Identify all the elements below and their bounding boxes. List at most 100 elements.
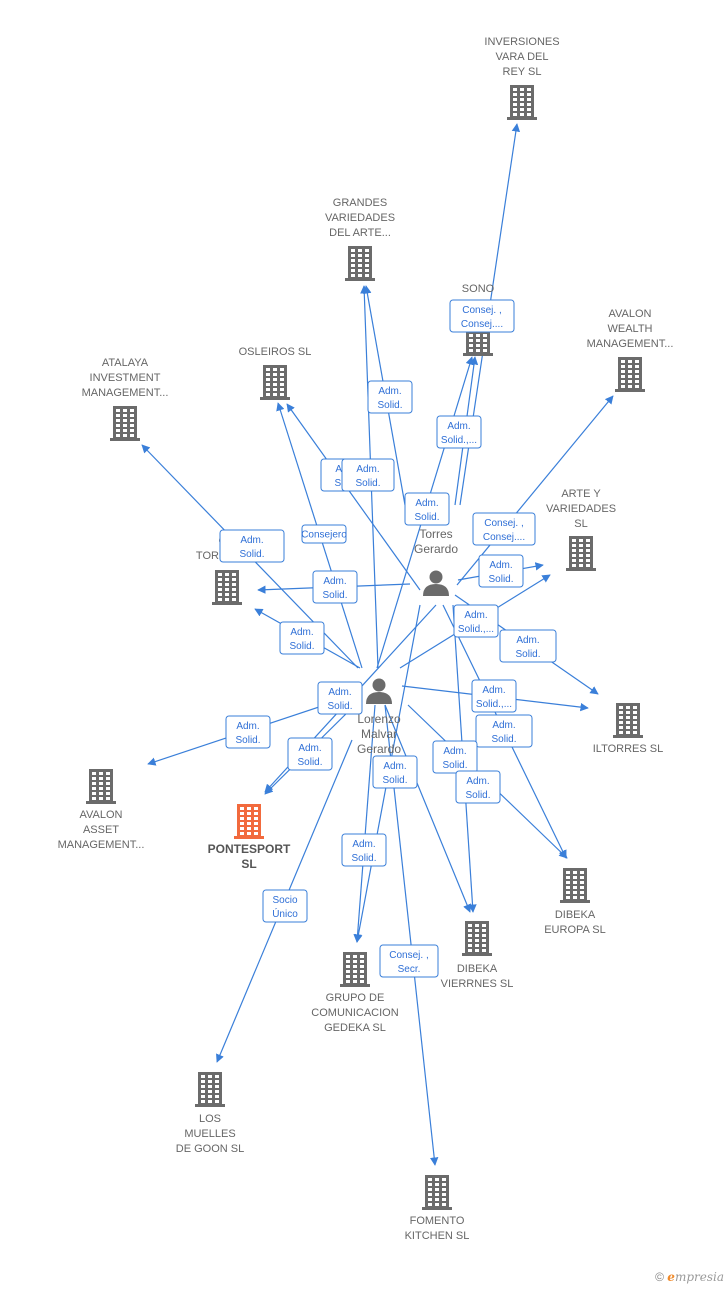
relation-label-text: Adm. [482, 685, 505, 696]
relation-edge [286, 403, 421, 591]
company-node-avalon-asset[interactable]: AVALONASSETMANAGEMENT... [58, 769, 145, 851]
relation-label-e25[interactable]: Consej. ,Secr. [379, 944, 439, 978]
company-label: OSLEIROS SL [239, 346, 312, 358]
relation-label-text: Adm. [236, 721, 259, 732]
relation-label-text: Adm. [352, 839, 375, 850]
relation-edge [456, 395, 614, 586]
building-icon [86, 769, 116, 804]
building-icon [234, 804, 264, 839]
relation-label-e2[interactable]: Adm.Solid. [367, 380, 413, 414]
relation-label-text: Solid. [382, 775, 407, 786]
company-label: VARIEDADES [325, 212, 395, 224]
relation-label-text: Adm. [383, 761, 406, 772]
relation-label-e10[interactable]: Adm. Solid. [312, 570, 358, 604]
relation-label-text: Solid. [465, 790, 490, 801]
relation-label-e6[interactable]: Consej. ,Consej.... [472, 512, 536, 546]
relation-label-e18[interactable]: Adm. Solid. [225, 715, 271, 749]
relation-label-e12[interactable]: Adm.Solid. [478, 554, 524, 588]
relation-label-e5[interactable]: Adm.Solid. [341, 458, 395, 492]
person-label: Malvar [361, 727, 397, 741]
person-label: Torres [419, 527, 452, 541]
relation-label-text: Adm. [356, 464, 379, 475]
person-icon [366, 678, 392, 704]
relation-label-text: Solid. [322, 590, 347, 601]
company-label: DIBEKA [457, 963, 498, 975]
relation-label-e9[interactable]: Adm.Solid. [404, 492, 450, 526]
company-label: ASSET [83, 824, 119, 836]
company-node-avalon-wealth[interactable]: AVALONWEALTHMANAGEMENT... [587, 308, 674, 392]
relation-label-e17[interactable]: Adm.Solid. [475, 714, 533, 748]
building-icon [422, 1175, 452, 1210]
relation-label-text: Único [272, 907, 298, 920]
company-node-osleiros[interactable]: OSLEIROS SL [239, 346, 312, 400]
relation-label-e1[interactable]: Consej. ,Consej.... [449, 299, 515, 333]
relation-edge [384, 704, 472, 913]
relation-label-e14[interactable]: Adm.Solid. [499, 629, 557, 663]
building-icon [560, 868, 590, 903]
company-label: DE GOON SL [176, 1143, 244, 1155]
company-label: ARTE Y [561, 488, 601, 500]
person-label: Gerardo [357, 742, 401, 756]
relation-label-text: Adm. [415, 498, 438, 509]
relation-label-e7[interactable]: Adm.Solid. [219, 529, 285, 563]
relation-label-text: Solid. [442, 760, 467, 771]
relation-label-text: Consej. , [484, 518, 523, 529]
relation-label-text: Socio [272, 895, 297, 906]
relation-label-e15[interactable]: Adm.Solid. [317, 681, 363, 715]
relation-label-e11[interactable]: Adm.Solid. [279, 621, 325, 655]
relation-label-e22[interactable]: Adm.Solid. [455, 770, 501, 804]
company-label: MANAGEMENT... [82, 387, 169, 399]
company-node-arte[interactable]: ARTE Y VARIEDADES SL [546, 488, 616, 571]
building-icon [613, 703, 643, 738]
building-icon [566, 536, 596, 571]
building-icon [260, 365, 290, 400]
relation-label-text: Solid. [377, 400, 402, 411]
relation-label-text: Solid. [235, 735, 260, 746]
relation-label-text: Solid. [491, 734, 516, 745]
company-label: VARIEDADES [546, 503, 616, 515]
company-label: SL [574, 518, 587, 530]
relation-label-e21[interactable]: Adm. Solid. [372, 755, 418, 789]
relation-label-text: Solid. [488, 574, 513, 585]
building-icon [507, 85, 537, 120]
building-icon [462, 921, 492, 956]
relation-label-text: Adm. [290, 627, 313, 638]
relation-label-text: Solid.,... [476, 699, 512, 710]
company-label: AVALON [80, 809, 123, 821]
footer-brand[interactable]: © empresia [655, 1270, 724, 1284]
relation-label-e8[interactable]: Consejero [301, 524, 347, 544]
relation-label-text: Solid.,... [441, 435, 477, 446]
relation-label-text: Solid. [351, 853, 376, 864]
relation-label-e20[interactable]: Adm.Solid. [432, 740, 478, 774]
building-icon [340, 952, 370, 987]
relation-label-text: Consej.... [461, 319, 503, 330]
relation-label-text: Adm. [323, 576, 346, 587]
relation-label-e13[interactable]: Adm.Solid.,... [453, 604, 499, 638]
company-node-iltorres[interactable]: ILTORRES SL [593, 703, 664, 755]
relation-label-e19[interactable]: Adm.Solid. [287, 737, 333, 771]
company-label: EUROPA SL [544, 924, 606, 936]
company-label: INVESTMENT [90, 372, 161, 384]
relation-label-text: Adm. [464, 610, 487, 621]
copyright-icon: © [655, 1270, 664, 1284]
relation-label-e4[interactable]: Adm.Solid.,... [436, 415, 482, 449]
relation-label-text: Adm. [328, 687, 351, 698]
relation-label-e16[interactable]: Adm. Solid.,... [471, 679, 517, 713]
relation-label-text: Consejero [301, 530, 347, 541]
company-node-atalaya[interactable]: ATALAYAINVESTMENTMANAGEMENT... [82, 357, 169, 441]
edge-labels-layer: Consej. ,Consej....Adm.Solid.Adm.Solid.A… [219, 299, 557, 978]
empresia-logo: empresia [667, 1270, 724, 1284]
company-label: KITCHEN SL [405, 1230, 470, 1242]
relation-label-e23[interactable]: Adm. Solid. [341, 833, 387, 867]
